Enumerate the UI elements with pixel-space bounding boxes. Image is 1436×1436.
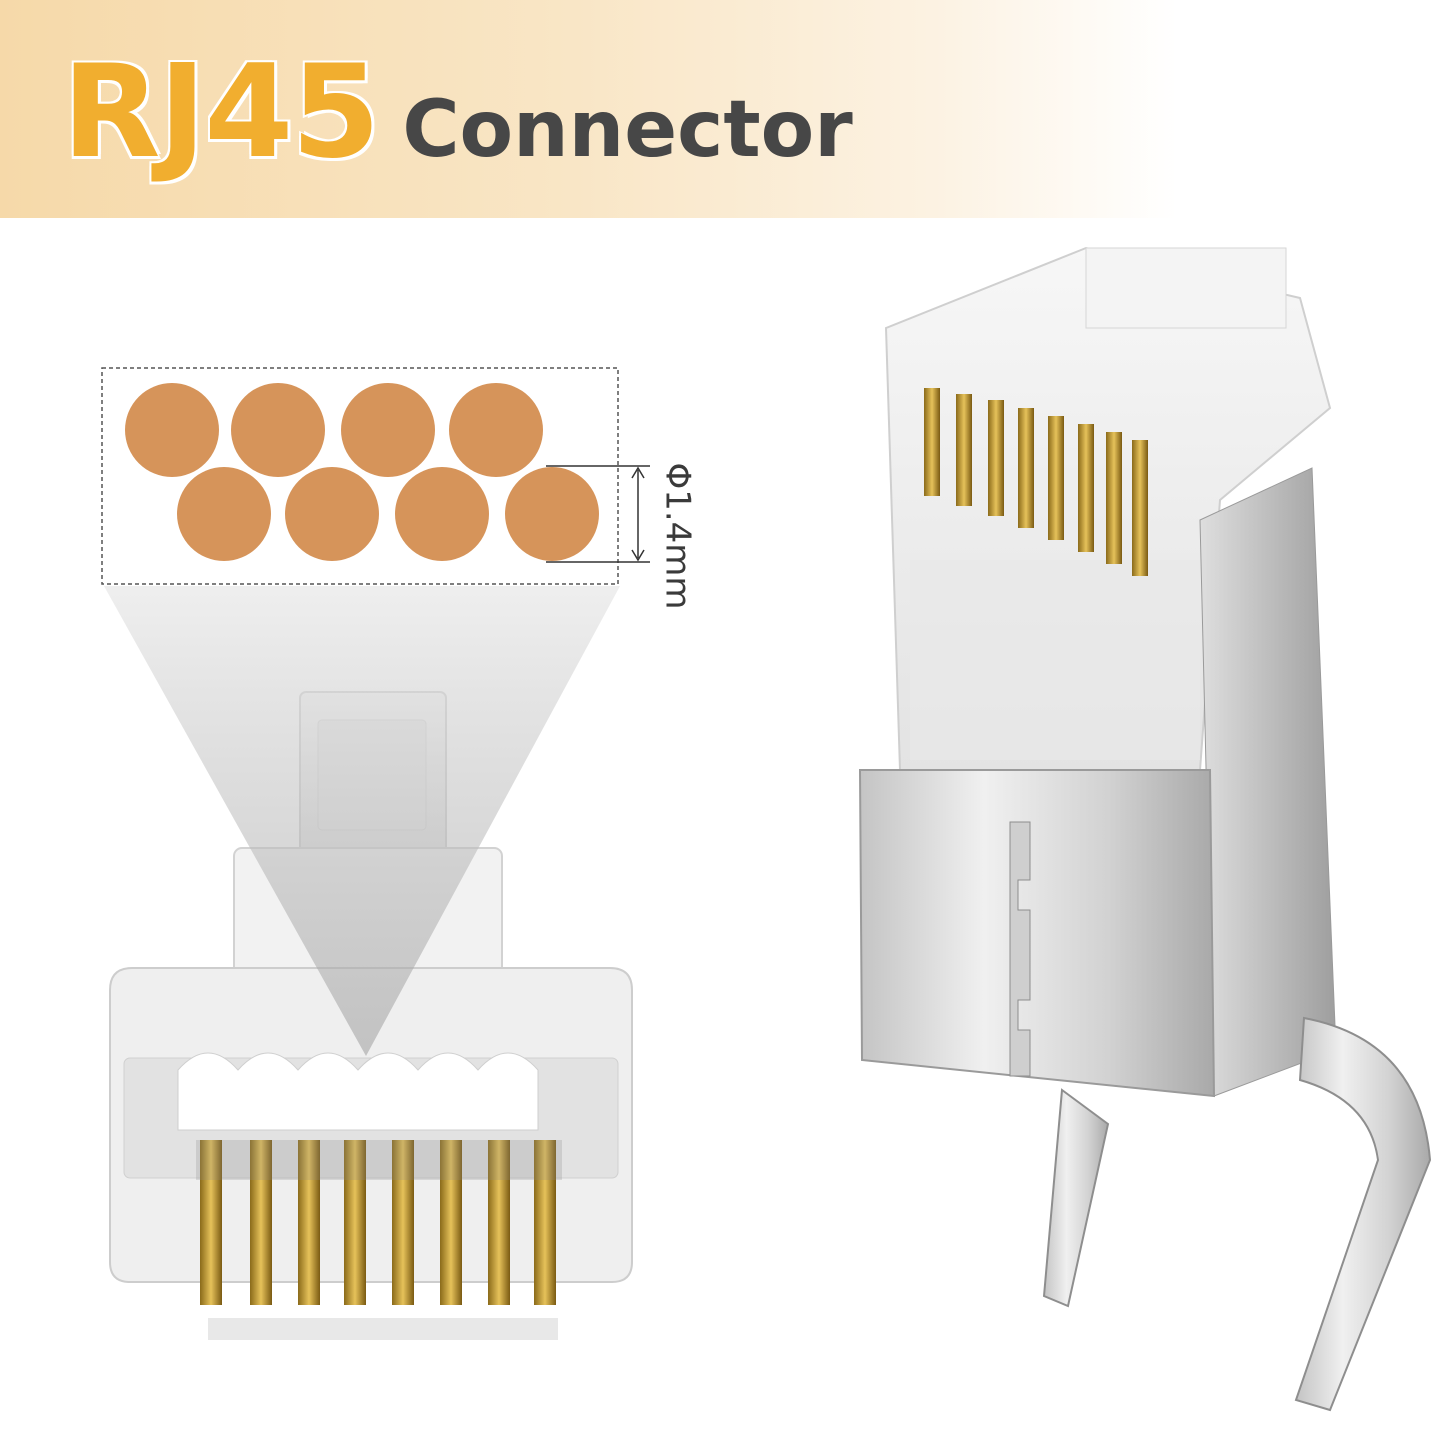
wire-dot: [231, 383, 325, 477]
wire-dot: [505, 467, 599, 561]
wire-dot: [285, 467, 379, 561]
title-sub: Connector: [402, 85, 853, 175]
gold-contacts-right: [924, 388, 1148, 576]
dimension-marker: [546, 465, 650, 563]
page-title: RJ45 Connector: [62, 38, 853, 187]
product-illustration: [101, 246, 1432, 1412]
wire-dot: [341, 383, 435, 477]
projection-beam: [104, 586, 620, 1056]
shielded-connector: [858, 246, 1432, 1412]
wire-dot: [449, 383, 543, 477]
title-main: RJ45: [62, 38, 380, 187]
wire-dot: [395, 467, 489, 561]
wire-dot: [125, 383, 219, 477]
front-view-connector: [109, 691, 633, 1340]
diameter-label: Φ1.4mm: [642, 462, 714, 609]
wire-dots: [125, 383, 599, 561]
diameter-label-text: Φ1.4mm: [658, 462, 699, 610]
gold-contacts: [196, 1140, 562, 1305]
title-banner: [0, 0, 1436, 218]
wire-dot: [177, 467, 271, 561]
wire-section-box: [101, 367, 619, 585]
